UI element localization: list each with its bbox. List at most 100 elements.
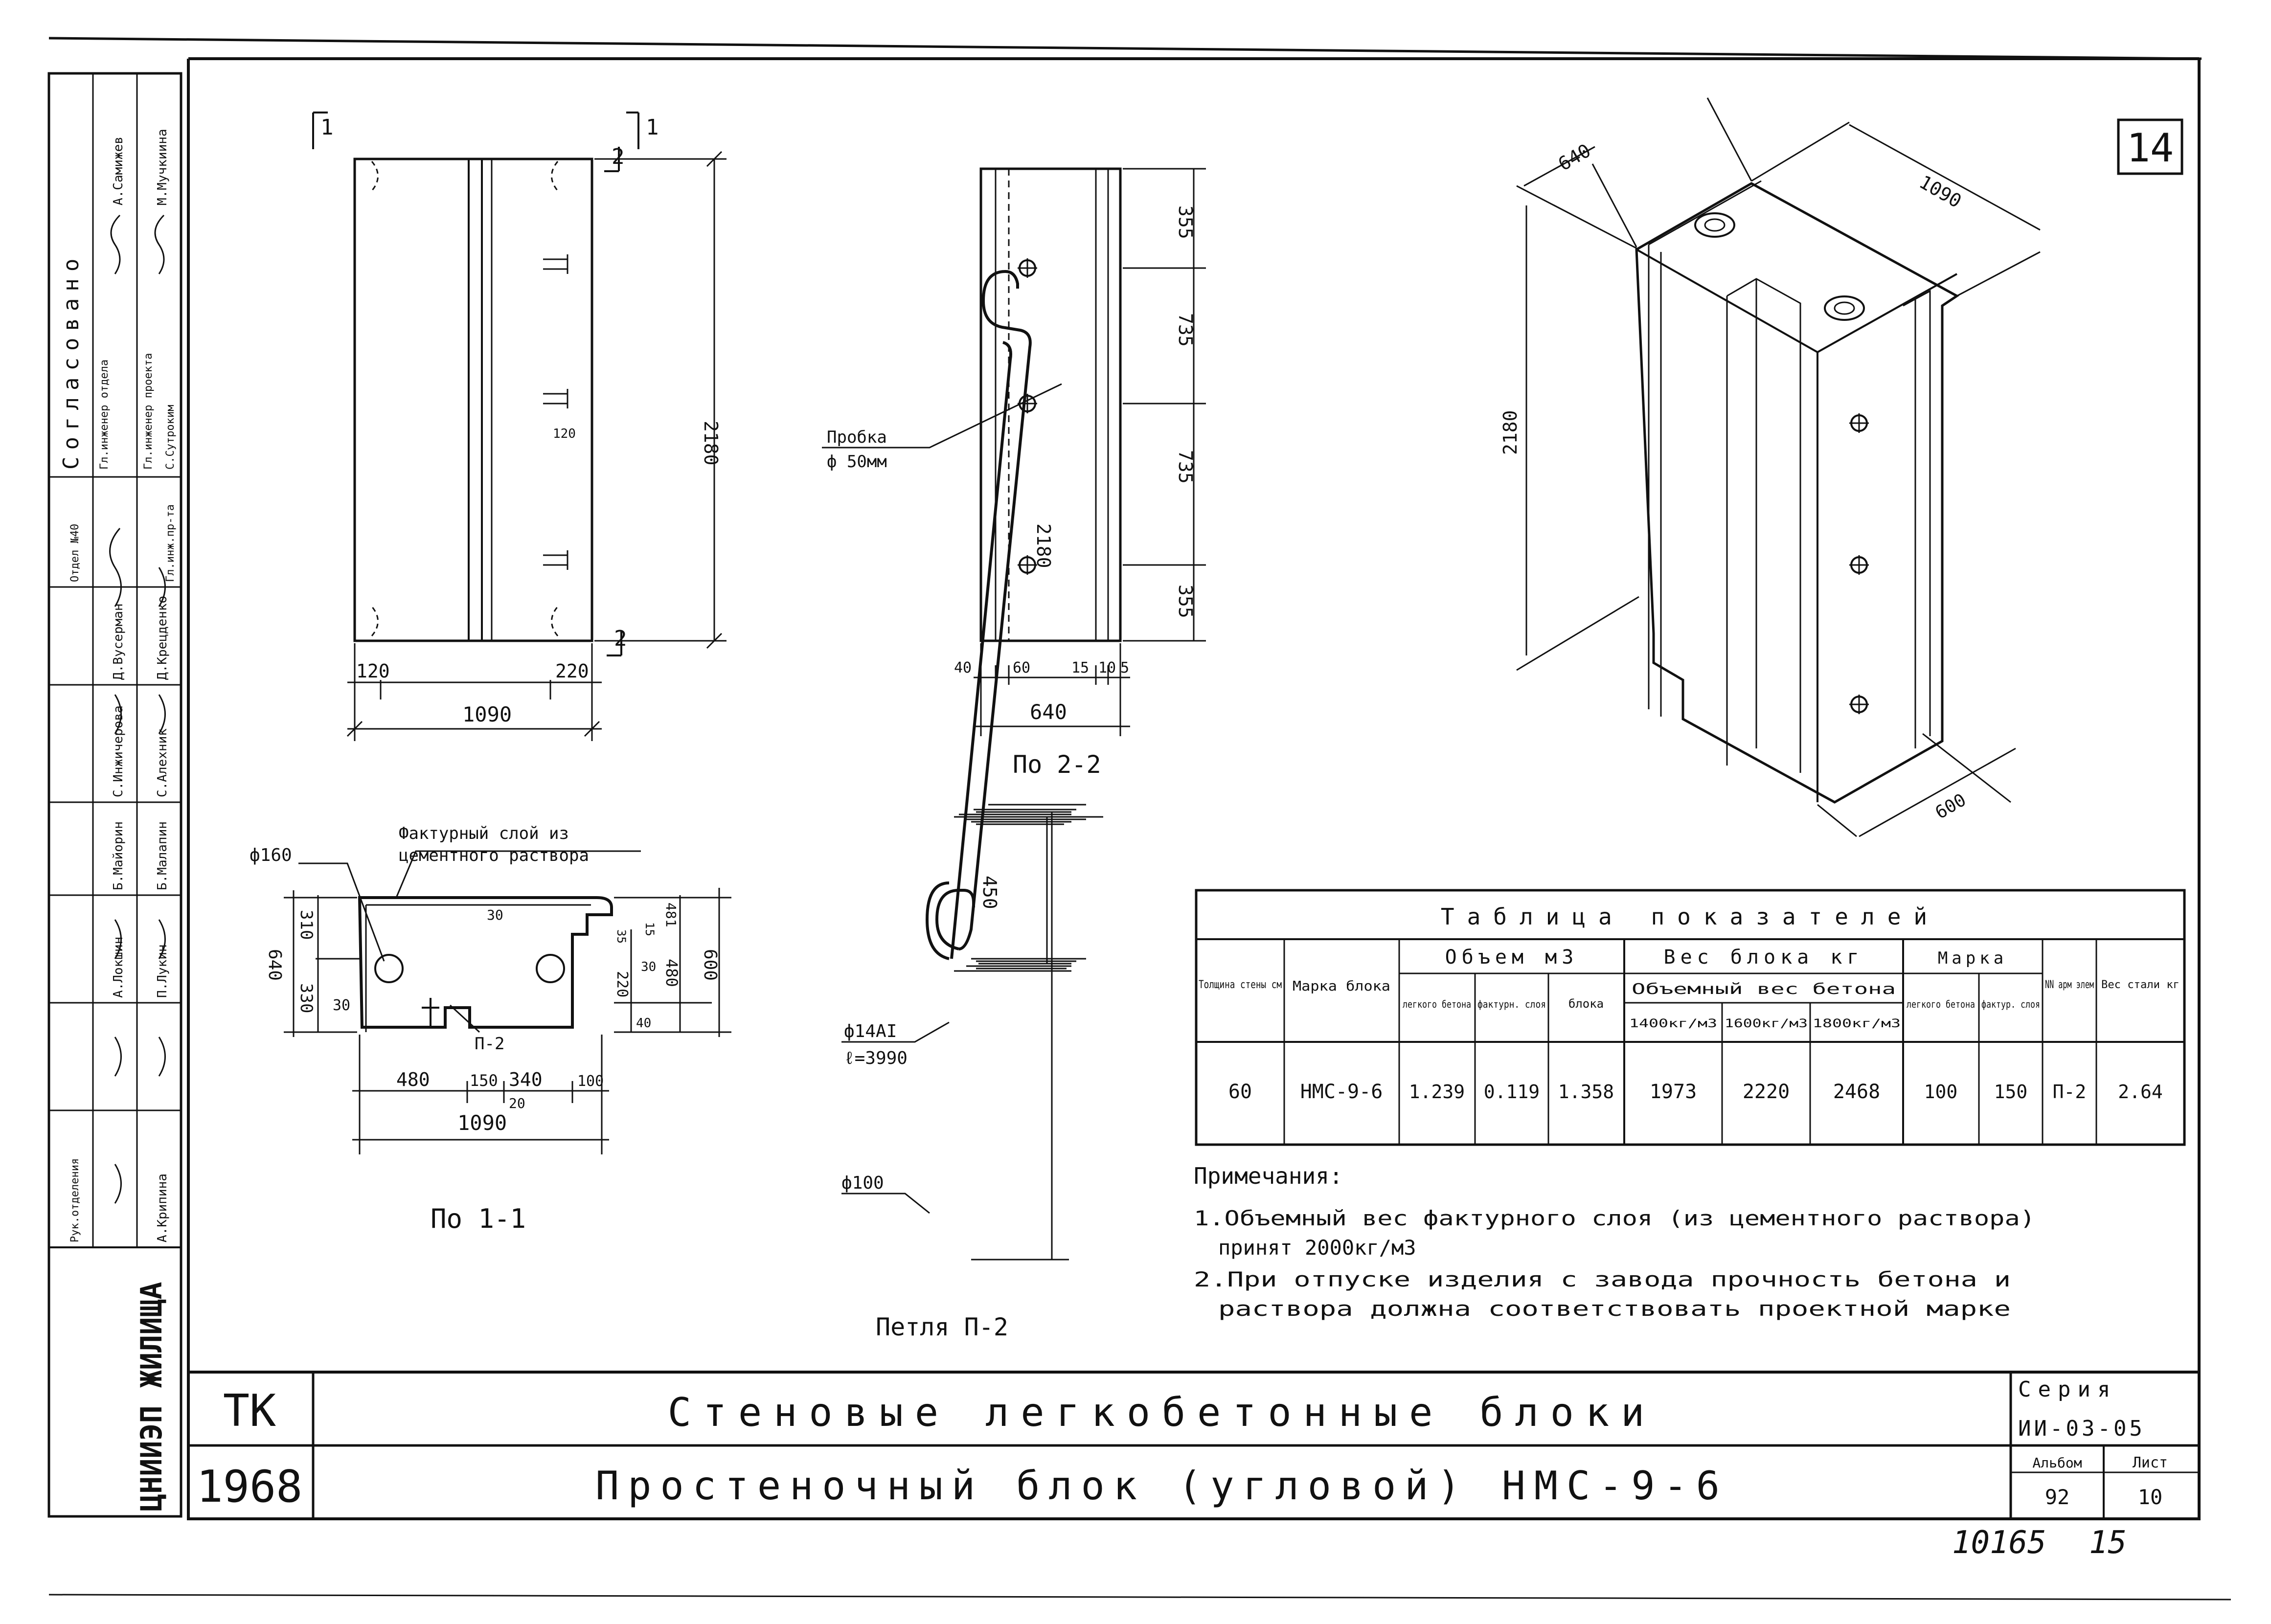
td-vol-light: 1.239 xyxy=(1409,1081,1465,1103)
dim-top: 30 xyxy=(487,907,503,923)
plug-label: Пробка xyxy=(827,428,887,447)
approval-role: Рук.отделения xyxy=(69,1158,81,1242)
org-stamp: ЦНИИЭП ЖИЛИЩА xyxy=(135,1282,169,1511)
dim-mid: 120 xyxy=(553,427,576,441)
loop-detail: 2180 xyxy=(925,270,1103,972)
td-vol-face: 0.119 xyxy=(1484,1081,1540,1103)
dim-right: 600 xyxy=(700,949,720,981)
approval-name: А.Локшин xyxy=(111,937,126,998)
dim-left: 120 xyxy=(356,660,390,682)
dim-right: 40 xyxy=(636,1016,651,1031)
view-caption: По 1-1 xyxy=(431,1203,526,1234)
dim-left: 330 xyxy=(296,983,316,1013)
title-code: ТК xyxy=(223,1385,276,1437)
th-weight-sub: Объемный вес бетона xyxy=(1632,981,1896,998)
td-w1400: 1973 xyxy=(1650,1081,1697,1103)
approval-block: Согласовано А.Самижев М.Мучкиина Гл.инже… xyxy=(47,72,182,1518)
dim-bottom: 5 xyxy=(1120,659,1129,677)
section-mark: 2 xyxy=(614,626,627,651)
dim-left: 310 xyxy=(296,910,316,940)
td-mark: НМС-9-6 xyxy=(1300,1081,1383,1103)
th-nn-arm: NN арм элем xyxy=(2045,979,2094,991)
section-mark: 1 xyxy=(646,115,659,140)
approval-role: Гл.инженер отдела xyxy=(98,360,111,470)
dim-bottom: 10 xyxy=(1098,659,1116,677)
approval-name: Д.Вусерман xyxy=(111,603,126,680)
dim-right: 35 xyxy=(614,929,628,944)
approval-name: М.Мучкиина xyxy=(155,129,170,205)
rod-label: ф14АI xyxy=(844,1021,897,1041)
dim-total: 1090 xyxy=(457,1111,507,1135)
dim-height: 2180 xyxy=(700,421,722,466)
dim-right: 30 xyxy=(641,960,656,974)
th-w1800: 1800кг/м3 xyxy=(1813,1016,1901,1030)
loop-mark: П-2 xyxy=(475,1034,504,1054)
dim-right: 15 xyxy=(643,922,657,936)
album-value: 92 xyxy=(2045,1485,2070,1509)
side-view: Пробка ф 50мм 355 735 735 355 40 60 15 1… xyxy=(822,167,1206,779)
dim-width: 640 xyxy=(1030,700,1067,724)
approval-name: Б.Майорин xyxy=(111,821,126,890)
title-year: 1968 xyxy=(197,1461,303,1512)
td-steel: 2.64 xyxy=(2118,1081,2163,1103)
dim-right: 481 xyxy=(663,902,679,927)
table-title: Таблица показателей xyxy=(1441,903,1940,930)
approval-name: С.Сутроким xyxy=(164,405,177,470)
approval-role: Гл.инженер проекта xyxy=(142,353,155,470)
approval-name: А.Самижев xyxy=(111,136,126,205)
note-line: принят 2000кг/м3 xyxy=(1218,1236,1416,1260)
dim-vertical: 355 xyxy=(1175,205,1196,239)
dim-right: 220 xyxy=(613,971,631,997)
series-value: ИИ-03-05 xyxy=(2018,1416,2145,1441)
dim-left: 30 xyxy=(333,997,350,1014)
sheet-label: Лист xyxy=(2133,1454,2168,1471)
view-caption: Петля П-2 xyxy=(876,1313,1008,1341)
th-vol-light: легкого бетона xyxy=(1403,998,1471,1010)
th-w1400: 1400кг/м3 xyxy=(1629,1016,1717,1030)
td-vol-block: 1.358 xyxy=(1558,1081,1614,1103)
th-volume: Объем м3 xyxy=(1445,946,1579,969)
iso-view: 640 1090 2180 600 xyxy=(1499,97,2041,837)
td-grade-face: 150 xyxy=(1994,1081,2028,1103)
dim-left: 640 xyxy=(265,949,285,981)
iso-dim-length: 1090 xyxy=(1916,171,1965,212)
dim-bottom: 150 xyxy=(470,1071,498,1090)
td-nn-arm: П-2 xyxy=(2053,1081,2087,1103)
bottom-stamp: 10165 xyxy=(1952,1525,2046,1561)
th-grade-face: фактур. слоя xyxy=(1981,998,2040,1010)
bend-dia: ф100 xyxy=(841,1173,884,1193)
dim-bottom: 100 xyxy=(577,1073,604,1090)
th-weight: Вес блока кг xyxy=(1664,946,1864,969)
length-label: ℓ=3990 xyxy=(844,1048,908,1068)
iso-dim-thickness: 600 xyxy=(1932,790,1970,823)
note-line: 1.Объемный вес фактурного слоя (из цемен… xyxy=(1194,1206,2035,1230)
sheet-number-box: 14 xyxy=(2117,118,2183,175)
iso-dim-depth: 640 xyxy=(1555,139,1594,175)
approval-name: Гл.инж.пр-та xyxy=(164,504,177,582)
dim-bottom: 40 xyxy=(954,659,972,677)
approval-name: Б.Малапин xyxy=(155,821,170,890)
td-w1600: 2220 xyxy=(1743,1081,1790,1103)
approval-name: Д.Крецденко xyxy=(155,596,170,680)
note-line: раствора должна соответствовать проектно… xyxy=(1218,1297,2011,1321)
plan-section: Фактурный слой из цементного раствора ф1… xyxy=(250,824,731,1234)
dim-bottom: 340 xyxy=(509,1069,543,1090)
th-grade: Марка xyxy=(1938,948,2007,968)
th-steel: Вес стали кг xyxy=(2101,979,2180,991)
sheet-frame xyxy=(48,37,2231,1601)
iso-dim-height: 2180 xyxy=(1499,410,1521,455)
dim-height: 2180 xyxy=(1033,523,1054,568)
series-label: Серия xyxy=(2018,1377,2117,1402)
dim-vertical: 355 xyxy=(1175,585,1196,618)
th-wall: Толщина стены см xyxy=(1199,979,1282,991)
sheet-number: 14 xyxy=(2127,125,2174,171)
loop-dim-top: 450 xyxy=(979,876,1000,909)
th-vol-face: фактурн. слоя xyxy=(1477,998,1546,1010)
hole-dia: ф160 xyxy=(250,845,292,865)
approval-name: А.Крипина xyxy=(155,1173,170,1242)
bottom-page: 15 xyxy=(2089,1525,2127,1561)
loop-labels: 450 ф14АI ℓ=3990 ф100 Петля П-2 xyxy=(841,804,1086,1341)
dim-vertical: 735 xyxy=(1175,313,1196,347)
notes-heading: Примечания: xyxy=(1194,1163,1343,1189)
